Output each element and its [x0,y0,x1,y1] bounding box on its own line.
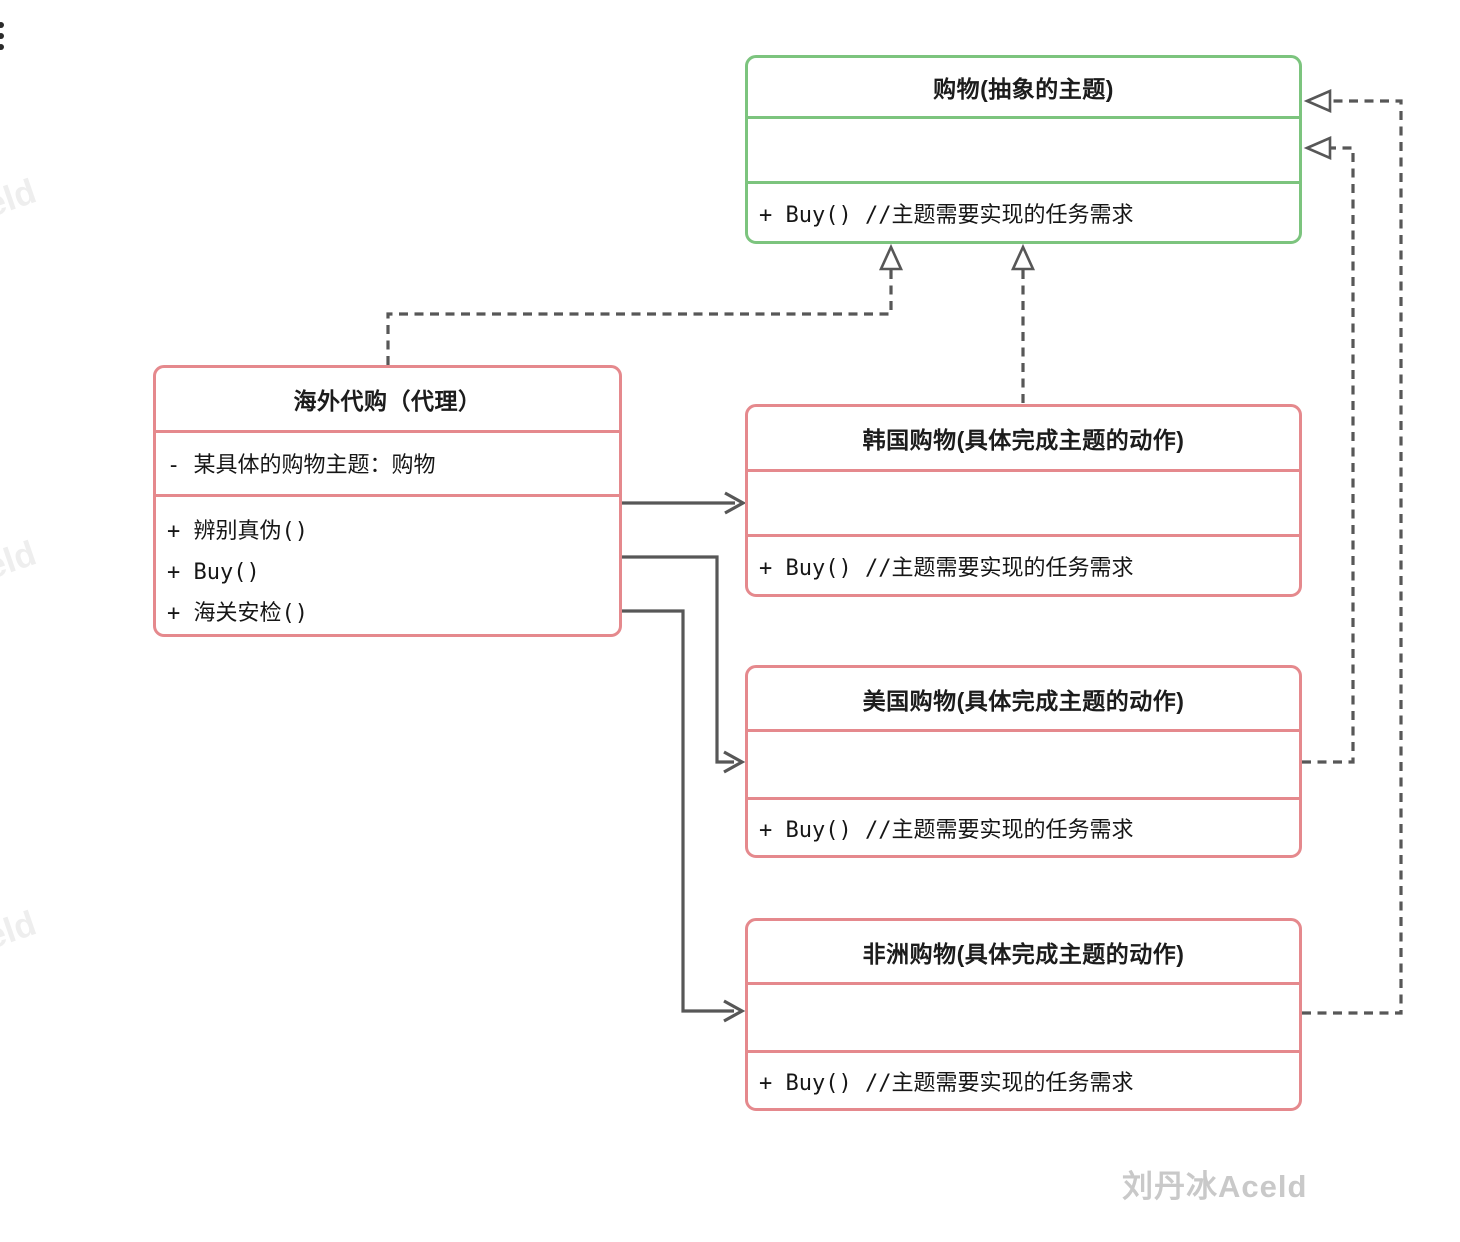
class-attributes-empty [748,116,1299,181]
class-box-africa: 非洲购物(具体完成主题的动作) + Buy() //主题需要实现的任务需求 [745,918,1302,1111]
class-method: + Buy() [167,560,260,585]
class-attributes-empty [748,469,1299,534]
class-method: + Buy() //主题需要实现的任务需求 [759,817,1134,843]
association-arrow-proxy-to-korea [622,491,747,515]
realization-arrow-korea-to-subject [1010,243,1036,403]
class-box-usa: 美国购物(具体完成主题的动作) + Buy() //主题需要实现的任务需求 [745,665,1302,858]
class-method: + Buy() //主题需要实现的任务需求 [759,555,1134,581]
realization-arrow-usa-to-subject [1302,136,1355,764]
class-methods: + Buy() //主题需要实现的任务需求 [748,181,1299,241]
class-methods: + Buy() //主题需要实现的任务需求 [748,797,1299,855]
class-attributes-empty [748,729,1299,797]
class-method: + Buy() //主题需要实现的任务需求 [759,202,1134,228]
class-attribute: - 某具体的购物主题：购物 [167,453,436,479]
class-title: 海外代购（代理） [293,387,482,414]
realization-arrow-africa-to-subject [1302,89,1403,1015]
watermark-edge-1: Aceld [0,171,41,240]
class-title: 韩国购物(具体完成主题的动作) [862,427,1185,453]
class-title: 美国购物(具体完成主题的动作) [862,687,1185,714]
class-methods: + Buy() //主题需要实现的任务需求 [748,1050,1299,1108]
association-arrow-proxy-to-africa [622,609,746,1023]
kebab-dot [0,44,4,50]
watermark-author: 刘丹冰Aceld [1122,1169,1308,1204]
class-method: + 辨别真伪() [167,519,308,544]
kebab-dot [0,33,4,39]
class-attributes: - 某具体的购物主题：购物 [156,429,619,495]
watermark-edge-2: Aceld [0,533,41,602]
class-title: 购物(抽象的主题) [933,76,1114,102]
class-box-abstract-subject: 购物(抽象的主题) + Buy() //主题需要实现的任务需求 [745,55,1302,244]
association-arrow-proxy-to-usa [622,555,746,774]
class-title: 非洲购物(具体完成主题的动作) [862,940,1185,967]
kebab-dot [0,22,4,28]
class-methods: + Buy() //主题需要实现的任务需求 [748,534,1299,594]
class-method: + 海关安检() [167,601,308,626]
class-attributes-empty [748,982,1299,1050]
watermark-edge-3: Aceld [0,903,41,972]
class-box-korea: 韩国购物(具体完成主题的动作) + Buy() //主题需要实现的任务需求 [745,404,1302,597]
class-box-proxy: 海外代购（代理） - 某具体的购物主题：购物 + 辨别真伪() + Buy() … [153,365,622,637]
kebab-menu-icon[interactable] [0,22,4,50]
class-method: + Buy() //主题需要实现的任务需求 [759,1070,1134,1096]
class-methods: + 辨别真伪() + Buy() + 海关安检() [156,494,619,634]
realization-arrow-proxy-to-subject [386,243,904,365]
